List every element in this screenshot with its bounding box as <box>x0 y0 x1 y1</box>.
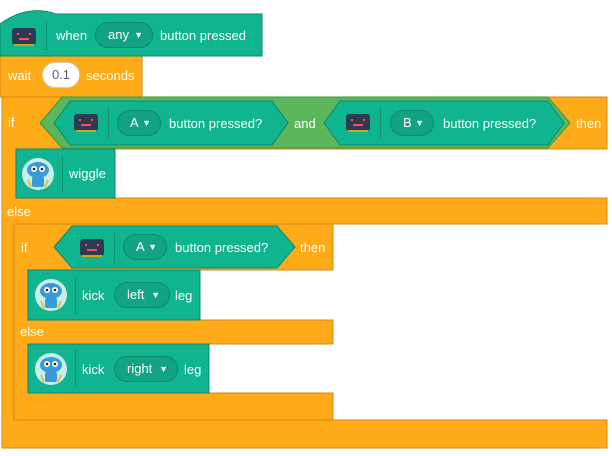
kick-right-leg-dropdown[interactable]: right ▼ <box>114 356 178 382</box>
hat-button-pressed-label: button pressed <box>160 28 247 43</box>
chevron-down-icon: ▼ <box>159 364 168 374</box>
cond-left-button-dropdown[interactable]: A ▼ <box>117 110 161 136</box>
kick-right-leg-label: leg <box>184 362 202 377</box>
robot-icon <box>20 156 56 192</box>
wait-duration-input[interactable]: 0.1 <box>42 62 80 88</box>
hat-separator <box>46 22 47 50</box>
hat-button-value: any <box>108 27 129 42</box>
inner-cond-button-value: A <box>136 239 145 254</box>
kick-right-kick-label: kick <box>82 362 105 377</box>
chevron-down-icon: ▼ <box>142 118 151 128</box>
cond-left-button-value: A <box>130 115 139 130</box>
chevron-down-icon: ▼ <box>134 30 143 40</box>
kick-left-leg-label: leg <box>175 288 193 303</box>
if-label: if <box>8 115 15 130</box>
inner-cond-separator <box>114 231 115 263</box>
microbit-icon <box>10 24 38 48</box>
kick-left-leg-value: left <box>127 287 145 302</box>
chevron-down-icon: ▼ <box>151 290 160 300</box>
inner-else-label: else <box>20 324 44 339</box>
kick-left-separator <box>75 276 76 314</box>
inner-cond-button-dropdown[interactable]: A ▼ <box>123 234 167 260</box>
cond-left-label: button pressed? <box>169 116 263 131</box>
button-b-pressed-reporter[interactable] <box>323 100 565 146</box>
chevron-down-icon: ▼ <box>415 118 424 128</box>
inner-button-a-pressed-reporter[interactable] <box>53 225 296 269</box>
hat-button-dropdown[interactable]: any ▼ <box>95 22 153 48</box>
then-label: then <box>576 116 602 131</box>
kick-left-kick-label: kick <box>82 288 105 303</box>
cond-left-separator <box>108 107 109 139</box>
robot-icon <box>33 351 69 387</box>
cond-right-button-value: B <box>403 115 412 130</box>
button-a-pressed-reporter[interactable] <box>53 100 289 146</box>
microbit-icon <box>72 110 100 134</box>
inner-cond-label: button pressed? <box>175 240 269 255</box>
robot-icon <box>33 277 69 313</box>
inner-then-label: then <box>300 240 326 255</box>
kick-left-leg-dropdown[interactable]: left ▼ <box>114 282 170 308</box>
wait-label: wait <box>8 68 32 83</box>
and-label: and <box>294 116 316 131</box>
cond-right-separator <box>380 107 381 139</box>
wait-unit-label: seconds <box>86 68 135 83</box>
wiggle-label: wiggle <box>69 166 106 181</box>
cond-right-label: button pressed? <box>443 116 537 131</box>
kick-right-separator <box>75 350 76 388</box>
microbit-icon <box>78 235 106 259</box>
wiggle-separator <box>62 155 63 193</box>
if-else-block-inner[interactable] <box>13 223 334 421</box>
hat-when-label: when <box>56 28 88 43</box>
cond-right-button-dropdown[interactable]: B ▼ <box>390 110 434 136</box>
inner-if-label: if <box>21 240 28 255</box>
else-label: else <box>7 204 31 219</box>
microbit-icon <box>344 110 372 134</box>
chevron-down-icon: ▼ <box>148 242 157 252</box>
kick-right-leg-value: right <box>127 361 153 376</box>
